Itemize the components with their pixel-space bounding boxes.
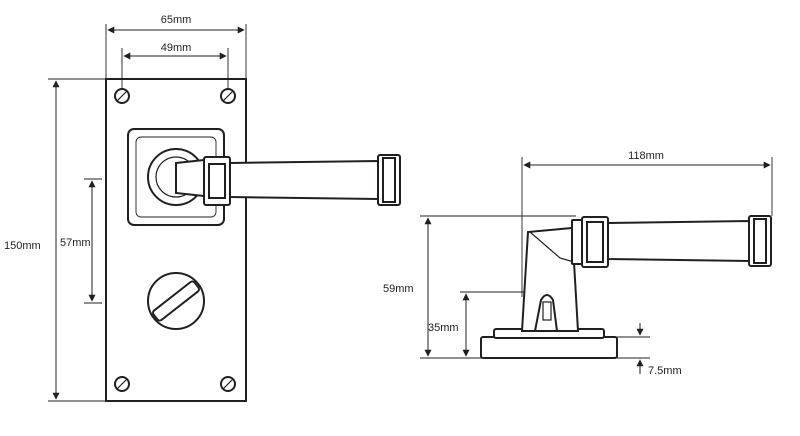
screw-top-left-icon [114, 88, 130, 104]
plate-width-label: 65mm [161, 14, 192, 26]
lever-front [175, 154, 401, 206]
lever-side [571, 215, 772, 268]
plate-height-label: 150mm [4, 240, 41, 252]
screw-spacing-label: 49mm [161, 42, 192, 54]
front-view: 65mm 49mm 150mm 57mm [4, 14, 401, 402]
rose-height-label: 35mm [428, 322, 459, 334]
screw-top-right-icon [220, 88, 236, 104]
side-view: 118mm 59mm 35mm 7.5mm [383, 150, 773, 377]
screw-bottom-left-icon [114, 376, 130, 392]
base-plate [480, 336, 618, 359]
total-height-label: 59mm [383, 283, 414, 295]
base-thickness-label: 7.5mm [648, 365, 682, 377]
lever-length-label: 118mm [628, 150, 664, 162]
privacy-turn-icon [147, 272, 205, 330]
screw-bottom-right-icon [220, 376, 236, 392]
centre-distance-label: 57mm [60, 237, 91, 249]
back-plate [105, 78, 247, 402]
